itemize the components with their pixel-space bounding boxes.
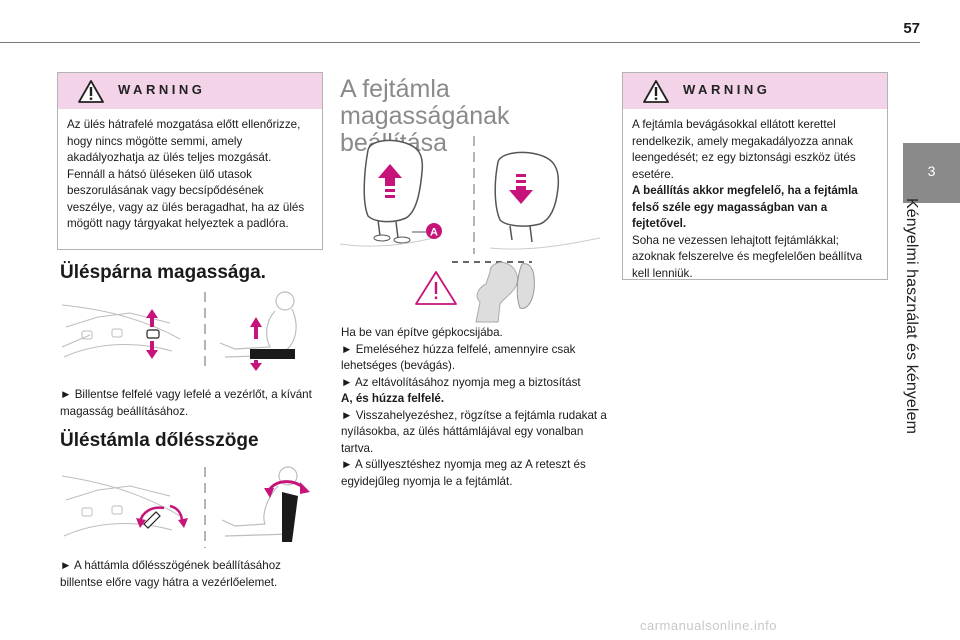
warning-header: WARNING (58, 73, 322, 109)
rotate-arrow-icon (266, 480, 305, 493)
lock-badge: A (430, 227, 438, 239)
seat-height-text: ► Billentse felfelé vagy lefelé a vezérl… (60, 388, 312, 418)
headrest-line-5: ► Visszahelyezéshez, rögzítse a fejtámla… (341, 408, 607, 455)
backrest-illustration (60, 462, 322, 552)
warning-text-1: A fejtámla bevágásokkal ellátott kerette… (632, 118, 856, 181)
header-divider (0, 42, 920, 43)
headrest-line-6: ► A süllyesztéshez nyomja meg az A retes… (341, 458, 586, 488)
page-number: 57 (903, 20, 920, 37)
chapter-title: Kényelmi használat és kényelem (903, 198, 920, 435)
seat-height-illustration (60, 287, 322, 373)
arrow-down-icon (146, 341, 158, 359)
warning-triangle-icon (78, 80, 104, 103)
seat-height-heading: Üléspárna magassága. (60, 262, 266, 283)
backrest-heading: Üléstámla dőlésszöge (60, 430, 259, 451)
chapter-number: 3 (927, 163, 936, 179)
arrow-up-icon (378, 164, 402, 186)
warning-triangle-icon (643, 80, 669, 103)
warning-text-bold: A beállítás akkor megfelelő, ha a fejtám… (632, 184, 858, 230)
headrest-instructions: Ha be van építve gépkocsijába. ► Emelésé… (341, 325, 611, 490)
headrest-line-1: Ha be van építve gépkocsijába. (341, 326, 503, 339)
headrest-line-4: A, és húzza felfelé. (341, 392, 445, 405)
footer-watermark: carmanualsonline.info (640, 618, 777, 633)
chapter-tab (903, 143, 960, 203)
warning-text: A fejtámla bevágásokkal ellátott kerette… (623, 109, 887, 290)
chapter-title-vertical: Kényelmi használat és kényelem (886, 198, 936, 638)
headrest-line-2: ► Emeléséhez húzza felfelé, amennyire cs… (341, 342, 576, 373)
headrest-illustration: A (340, 132, 602, 324)
warning-box-right: WARNING A fejtámla bevágásokkal ellátott… (622, 72, 888, 280)
warning-triangle-icon (415, 271, 457, 305)
backrest-text: ► A háttámla dőlésszögének beállításához… (60, 559, 281, 589)
arrow-up-icon (146, 309, 158, 327)
warning-header: WARNING (623, 73, 887, 109)
headrest-line-3: ► Az eltávolításához nyomja meg a biztos… (341, 375, 581, 389)
warning-text: Az ülés hátrafelé mozgatása előtt ellenő… (67, 118, 305, 230)
arrow-down-icon (509, 186, 533, 204)
warning-text-2: Soha ne vezessen lehajtott fejtámlákkal;… (632, 233, 863, 280)
warning-title: WARNING (118, 82, 206, 97)
warning-title: WARNING (683, 82, 771, 97)
warning-box-left: WARNING Az ülés hátrafelé mozgatása előt… (57, 72, 323, 250)
